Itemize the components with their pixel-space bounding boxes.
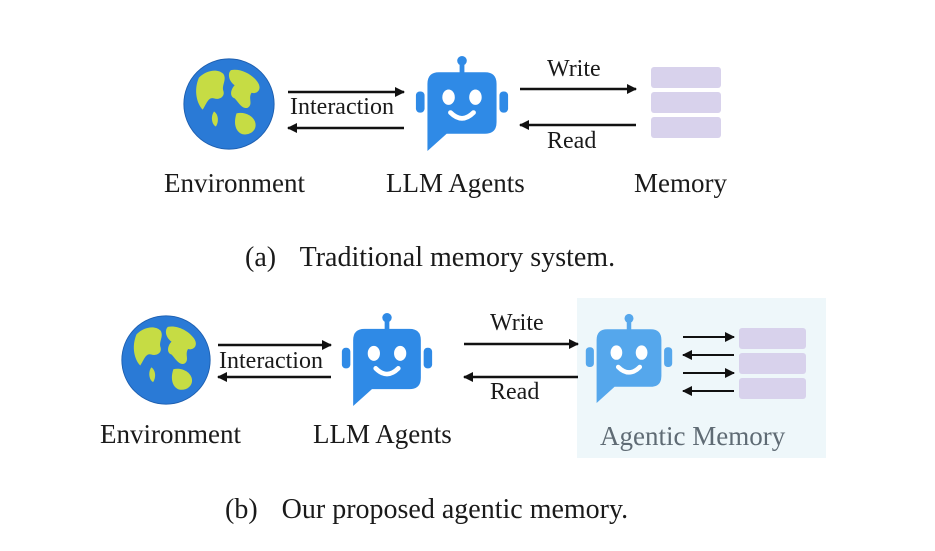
caption-a-tag: (a) (245, 242, 277, 273)
memory-stack-icon (651, 67, 721, 139)
caption-b-tag: (b) (225, 494, 258, 525)
write-label: Write (547, 56, 601, 82)
caption-b-text: Our proposed agentic memory. (281, 494, 629, 525)
interaction-label: Interaction (219, 348, 323, 374)
caption-a: (a) Traditional memory system. (245, 242, 615, 274)
environment-label: Environment (164, 168, 305, 198)
environment-label: Environment (100, 419, 241, 449)
memory-label: Memory (634, 168, 727, 198)
agentic-memory-label: Agentic Memory (600, 421, 786, 451)
llm-agents-label: LLM Agents (386, 168, 525, 198)
llm-agents-label: LLM Agents (313, 419, 452, 449)
arrows-a (287, 84, 637, 133)
caption-a-text: Traditional memory system. (299, 242, 616, 273)
arrows-b (217, 332, 735, 396)
memory-stack-icon (739, 328, 806, 400)
caption-b: (b) Our proposed agentic memory. (225, 494, 628, 526)
interaction-label: Interaction (290, 94, 394, 120)
write-label: Write (490, 310, 544, 336)
read-label: Read (547, 128, 597, 154)
read-label: Read (490, 379, 540, 405)
